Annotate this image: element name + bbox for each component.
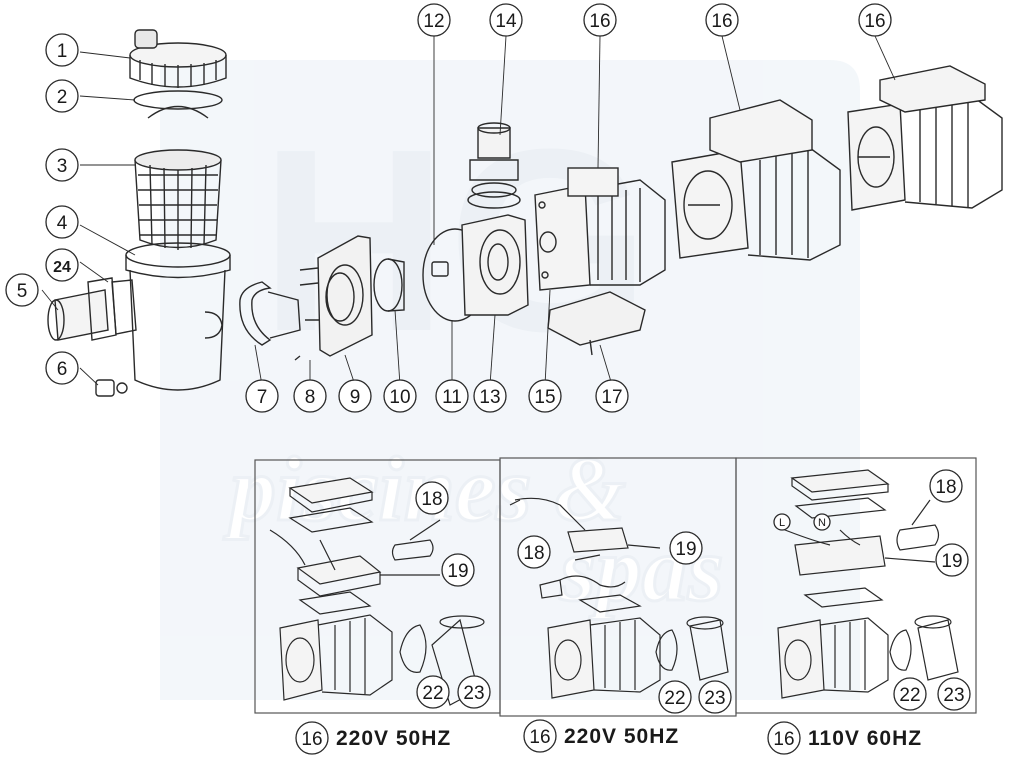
part-lid <box>129 29 227 88</box>
footer-2-text: 220V 50HZ <box>564 725 679 748</box>
panel-b-drawing <box>509 497 729 699</box>
callout-label: 16 <box>589 11 610 32</box>
panel-b-label-23: 23 <box>704 688 725 709</box>
leader-lines <box>41 35 896 386</box>
callout-circle <box>528 379 562 413</box>
panel-c-label-19: 19 <box>941 551 962 572</box>
panel-callout-labels: 18 19 22 23 18 19 22 23 18 19 22 23 L N <box>421 477 964 709</box>
callout-label: 15 <box>534 387 555 408</box>
footer-3-text: 110V 60HZ <box>808 727 922 750</box>
callout-circle <box>595 379 629 413</box>
part-flange <box>317 235 373 357</box>
callout-label: 2 <box>57 87 68 108</box>
callout-label: 6 <box>57 359 68 380</box>
callout-label: 14 <box>495 11 517 32</box>
callout-circle <box>45 351 79 385</box>
callout-label: 10 <box>389 387 410 408</box>
panel-callouts <box>415 469 971 714</box>
callout-circle <box>435 379 469 413</box>
part-clamp <box>239 281 272 346</box>
callout-label: 8 <box>305 387 316 408</box>
part-union-inlet <box>47 277 137 341</box>
part-motor-large <box>847 65 1003 211</box>
callout-label: 13 <box>479 387 500 408</box>
panel-c-label-l: L <box>779 517 785 529</box>
callout-circle <box>5 273 39 307</box>
callout-circle <box>45 79 79 113</box>
callout-circle <box>858 3 892 37</box>
callout-label: 17 <box>601 387 622 408</box>
callout-circle <box>293 379 327 413</box>
callout-label: 5 <box>17 281 28 302</box>
part-pump-body <box>431 214 529 316</box>
callout-circle <box>383 379 417 413</box>
exploded-view <box>41 29 1003 397</box>
callout-label: 4 <box>57 213 68 234</box>
panel-c-label-n: N <box>818 517 826 529</box>
panel-c-label-18: 18 <box>935 477 956 498</box>
part-basket <box>134 105 222 250</box>
panel-b-label-22: 22 <box>664 688 685 709</box>
callout-circle <box>45 148 79 182</box>
footer-1-num: 16 <box>301 729 322 750</box>
callout-circle <box>245 379 279 413</box>
callout-circle <box>583 3 617 37</box>
panel-a-label-22: 22 <box>422 683 443 704</box>
part-callout-labels: 1 2 3 4 24 5 6 7 8 9 10 11 13 15 17 12 1… <box>17 11 886 408</box>
panel-a-label-19: 19 <box>447 561 468 582</box>
callout-circle <box>338 379 372 413</box>
footer-1-text: 220V 50HZ <box>336 727 451 750</box>
callout-label: 16 <box>864 11 885 32</box>
callout-circle <box>45 33 79 67</box>
callout-circle <box>45 205 79 239</box>
part-motor-medium <box>671 99 841 261</box>
panel-b-label-18: 18 <box>523 543 544 564</box>
panel-c-label-22: 22 <box>899 685 920 706</box>
part-callouts <box>5 3 892 413</box>
part-motor-small <box>534 167 666 291</box>
callout-label: 12 <box>423 11 444 32</box>
callout-circle <box>45 248 79 282</box>
panel-c-drawing <box>777 469 959 699</box>
footer-2-num: 16 <box>529 727 550 748</box>
panel-a-label-23: 23 <box>463 683 484 704</box>
detail-panels <box>254 457 977 717</box>
callout-label: 9 <box>350 387 361 408</box>
part-outlet-union <box>467 122 521 209</box>
callout-circle <box>473 379 507 413</box>
part-union-nut <box>373 258 405 312</box>
voltage-footer: 16 220V 50HZ 16 220V 50HZ 16 110V 60HZ <box>295 719 922 755</box>
panel-c-label-23: 23 <box>943 685 964 706</box>
callout-label: 3 <box>57 156 68 177</box>
callout-circle <box>489 3 523 37</box>
footer-3-num: 16 <box>773 729 794 750</box>
callout-label: 16 <box>711 11 732 32</box>
callout-label: 1 <box>57 41 68 62</box>
callout-circle <box>705 3 739 37</box>
part-prefilter-housing <box>125 242 231 391</box>
callout-label: 24 <box>53 259 71 276</box>
callout-label: 7 <box>257 387 268 408</box>
callout-label: 11 <box>442 387 462 408</box>
panel-c <box>735 457 977 714</box>
panel-a-label-18: 18 <box>421 489 442 510</box>
panel-b-label-19: 19 <box>675 539 696 560</box>
part-drain-plug <box>95 379 128 397</box>
callout-circle <box>417 3 451 37</box>
panel-a-drawing <box>269 477 485 706</box>
